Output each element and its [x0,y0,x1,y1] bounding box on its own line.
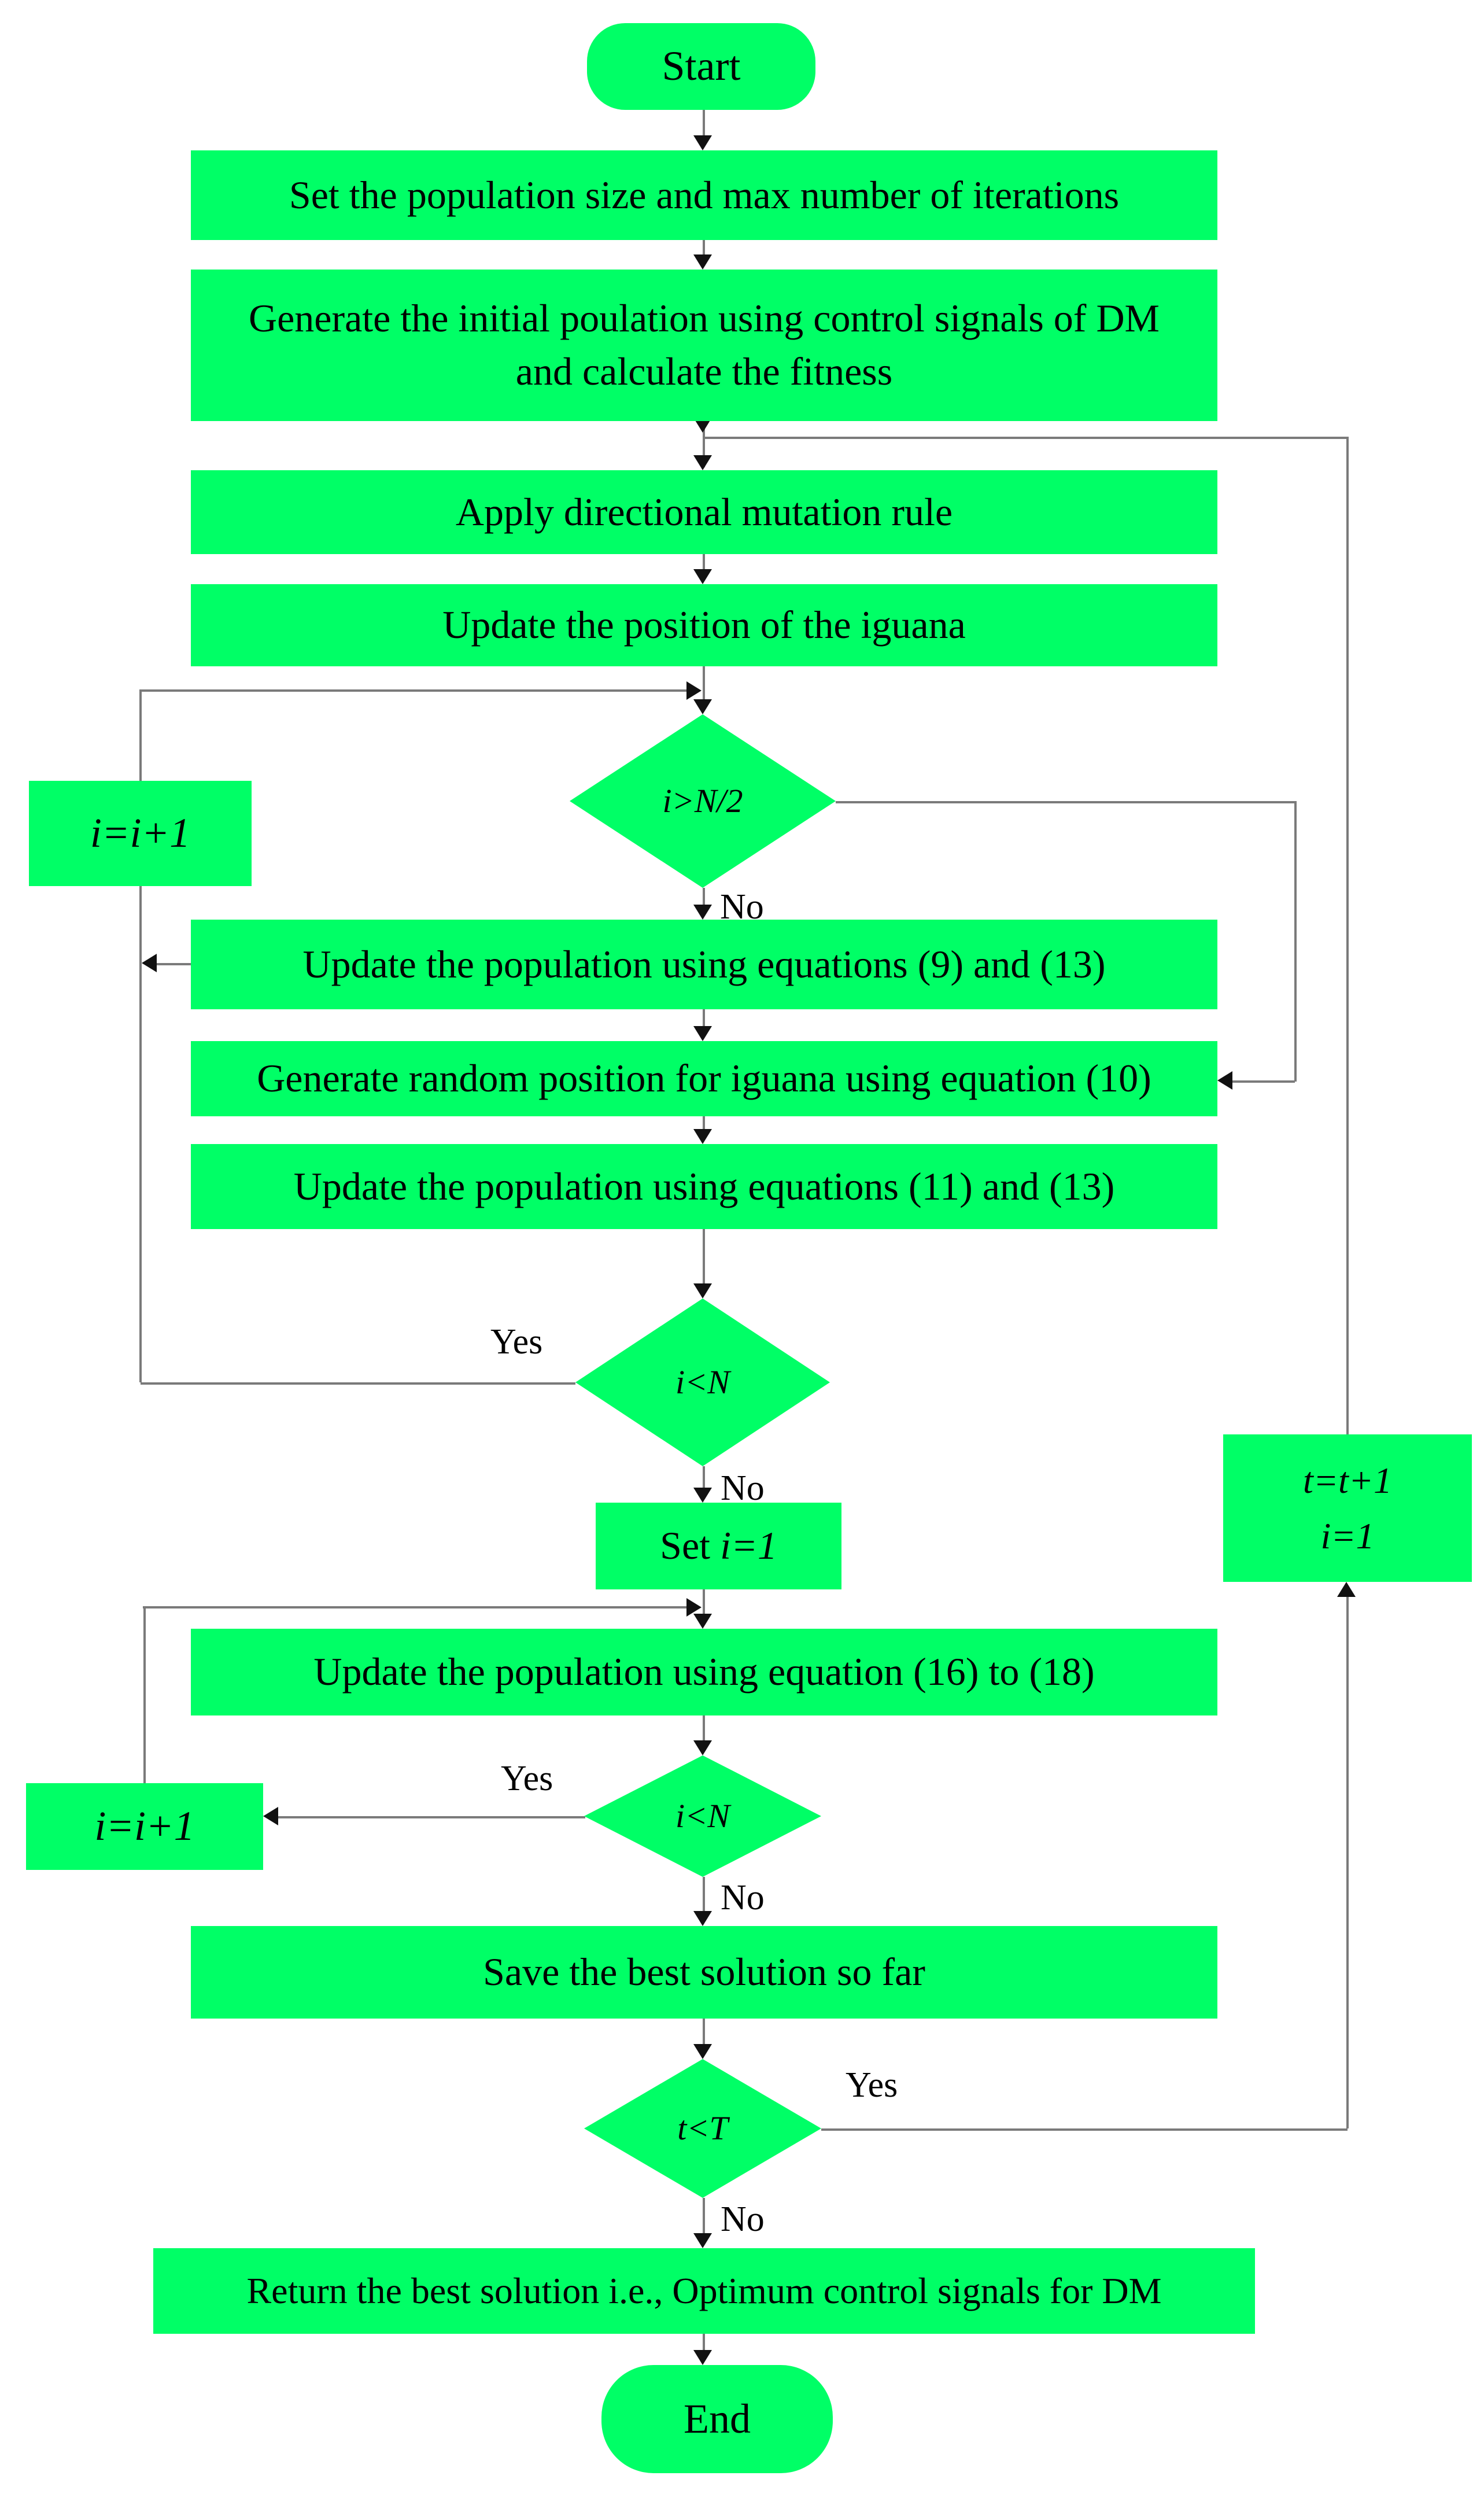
edge-condin2-no [703,1877,705,1919]
edge-update913-to-randompos [703,1009,705,1037]
process-set-i-1: Set i=1 [596,1503,841,1589]
decision-t-lt-T: t<T [584,2059,821,2198]
process-apply-directional-mutation: Apply directional mutation rule [191,470,1217,554]
process-return-best-solution: Return the best solution i.e., Optimum c… [153,2248,1255,2334]
edge-tloop-top-horizontal [704,437,1348,439]
edge-loop-i2-top-horizontal [143,1606,689,1608]
process-increment-t-reset-i: t=t+1 i=1 [1223,1434,1472,1582]
arrowhead-into-inc-i2 [263,1807,278,1825]
edge-condhalf-yes-vertical [1294,801,1297,1082]
arrowhead-into-condhalf [693,699,712,714]
arrowhead-into-end [693,2350,712,2365]
edge-loop-i-left-vertical [139,689,142,1382]
arrowhead-loop-i-rejoin [686,681,702,700]
label-yes-condin2: Yes [501,1759,553,1798]
end-terminator: End [601,2365,833,2473]
process-generate-random-position: Generate random position for iguana usin… [191,1041,1217,1116]
process-save-best-solution: Save the best solution so far [191,1926,1217,2019]
decision-i-gt-n-half: i>N/2 [570,714,836,888]
arrowhead-into-condtt [693,2044,712,2059]
edge-condin1-yes-horizontal [141,1382,575,1385]
edge-initpop-to-mutation [703,421,705,467]
arrowhead-into-savebest [693,1911,712,1926]
arrowhead-update913-stub [142,954,157,972]
arrowhead-into-updateiguana [693,569,712,584]
process-update-eq-9-13: Update the population using equations (9… [191,920,1217,1009]
edge-update913-left-stub [157,963,191,965]
edge-condhalf-yes-into-randompos [1232,1080,1295,1083]
edge-tloop-up-vertical [1346,437,1349,1434]
edge-updateiguana-to-condhalf [703,666,705,708]
process-increment-i-2: i=i+1 [26,1783,263,1870]
arrowhead-into-seti [693,1488,712,1503]
label-yes-condin1: Yes [490,1322,543,1362]
arrowhead-into-initpop [693,254,712,270]
edge-setparams-to-initpop [703,240,705,266]
edge-condhalf-yes-horizontal [836,801,1295,803]
label-no-condin1: No [721,1469,765,1508]
label-no-condhalf: No [720,887,764,927]
arrowhead-into-mutation [693,455,712,470]
label-yes-condtt: Yes [846,2065,898,2105]
decision-i-lt-n-2: i<N [584,1755,821,1877]
edge-seti-to-update1618 [703,1589,705,1621]
edge-savebest-to-condtt [703,2019,705,2052]
arrowhead-into-condin1 [693,1283,712,1298]
arrowhead-into-update913 [693,905,712,920]
edge-condhalf-no [703,888,705,913]
label-no-condin2: No [721,1878,765,1917]
arrowhead-into-inct-bottom [1337,1582,1356,1597]
process-set-population-size: Set the population size and max number o… [191,150,1217,240]
edge-condin1-no [703,1466,705,1494]
edge-returnbest-to-end [703,2334,705,2358]
process-update-eq-11-13: Update the population using equations (1… [191,1144,1217,1229]
start-terminator: Start [587,23,815,110]
arrowhead-into-setparams [693,135,712,150]
process-increment-i-1: i=i+1 [29,781,252,886]
edge-loop-i2-left-vertical [143,1606,146,1783]
edge-loop-i-top-horizontal [141,689,690,692]
edge-condtt-yes-horizontal [821,2128,1348,2131]
decision-i-lt-n-1: i<N [575,1298,830,1466]
arrowhead-into-returnbest [693,2233,712,2248]
edge-randompos-to-update1113 [703,1116,705,1139]
label-no-condtt: No [721,2200,765,2239]
arrowhead-into-condin2 [693,1740,712,1755]
arrowhead-into-randompos [693,1026,712,1041]
process-update-iguana-position: Update the position of the iguana [191,584,1217,666]
edge-start-to-setparams [703,110,705,147]
edge-update1618-to-condin2 [703,1715,705,1748]
process-generate-initial-population: Generate the initial poulation using con… [191,270,1217,421]
process-set-i-1-text: Set i=1 [660,1523,777,1568]
edge-condin2-yes-horizontal [278,1816,585,1818]
edge-mutation-to-updateiguana [703,554,705,581]
arrowhead-loop-i2-rejoin [686,1598,702,1617]
edge-update1113-to-condin1 [703,1229,705,1290]
edge-condtt-no [703,2198,705,2241]
process-generate-initial-population-text: Generate the initial poulation using con… [248,296,1160,393]
process-update-eq-16-18: Update the population using equation (16… [191,1629,1217,1715]
arrowhead-into-update1113 [693,1129,712,1144]
arrowhead-into-randompos-right [1217,1071,1232,1090]
edge-condtt-yes-vertical [1346,1597,1349,2128]
